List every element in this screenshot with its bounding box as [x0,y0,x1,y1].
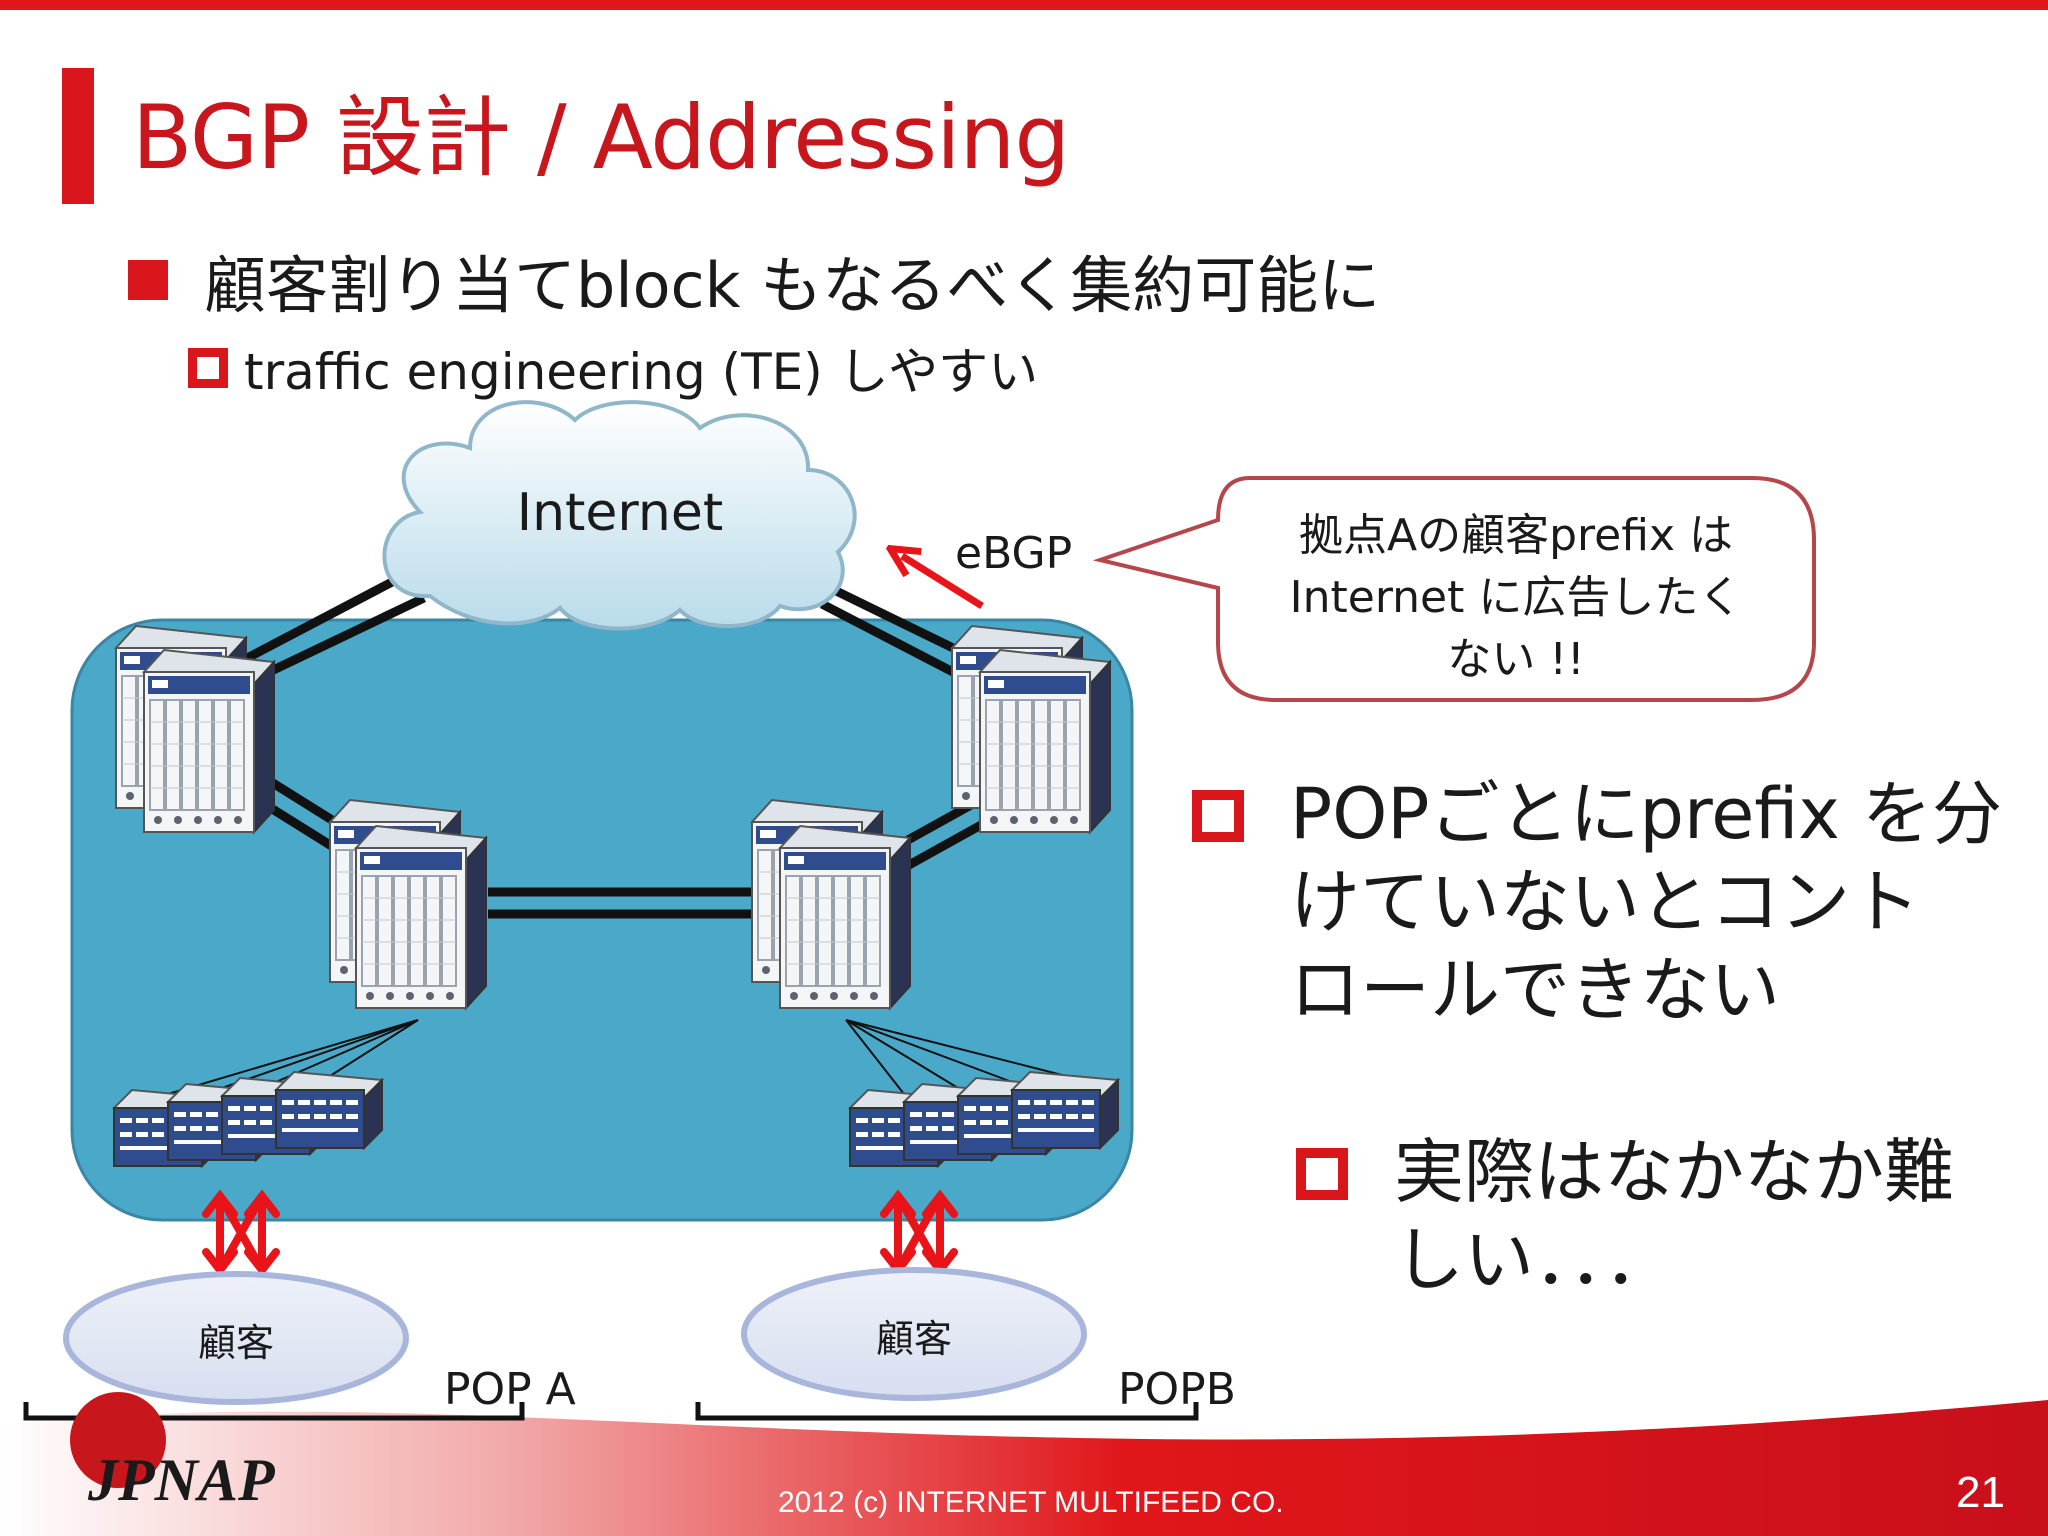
customer-a-label: 顧客 [198,1321,274,1365]
customer-b-ellipse [741,1267,1087,1401]
footer-swoosh [0,1400,2048,1536]
pop-a-bracket [23,1402,525,1421]
callout-line-1: 拠点Aの顧客prefix は [1299,510,1733,561]
ebgp-arrow [902,556,984,609]
right-bullet-2: 実際はなかなか難 しい．．． [1296,1128,1954,1304]
right-bullet-1-line-3: ロールできない [1290,949,1780,1031]
cloud-label: Internet [517,483,723,543]
sub-bullet-text: traffic engineering (TE) しやすい [244,343,1039,401]
top-accent-bar [0,0,2048,10]
slide-title: BGP 設計 / Addressing [132,86,1070,189]
internet-cloud [382,400,857,631]
callout-line-2: Internet に広告したく [1290,572,1743,623]
open-square-bullet-icon [1192,790,1244,842]
right-bullet-2-line-2: しい．．． [1394,1219,1674,1301]
open-square-bullet-icon [188,348,228,388]
access-arrows-a [202,1189,280,1277]
right-bullet-2-line-1: 実際はなかなか難 [1394,1131,1954,1213]
pop-b-bracket [695,1402,1199,1421]
logo-text: JPNAP [87,1447,276,1513]
page-number: 21 [1956,1468,2005,1517]
right-bullet-1-line-1: POPごとにprefix を分 [1290,773,2003,855]
sub-bullet: traffic engineering (TE) しやすい [188,338,1038,401]
fan-lines-right [845,1019,1067,1095]
right-bullet-1: POPごとにprefix を分 けていないとコント ロールできない [1192,770,2002,1034]
main-bullet-text: 顧客割り当てblock もなるべく集約可能に [204,249,1381,322]
access-arrows-b [880,1189,958,1277]
title-accent-bar [62,68,94,204]
footer-copyright: 2012 (c) INTERNET MULTIFEED CO. [778,1486,1284,1519]
right-bullet-1-line-2: けていないとコント [1290,861,1920,943]
customer-a-ellipse [63,1271,409,1405]
main-bullet: 顧客割り当てblock もなるべく集約可能に [128,245,1380,322]
callout-bubble [1092,476,1816,702]
pop-b-label: POPB [1118,1364,1236,1415]
customer-b-label: 顧客 [876,1317,952,1361]
ebgp-label: eBGP [955,528,1072,579]
pop-a-label: POP A [444,1364,576,1415]
callout-line-3: ない !! [1447,634,1584,685]
jpnap-logo: JPNAP [70,1392,276,1513]
filled-square-bullet-icon [128,260,168,300]
open-square-bullet-icon [1296,1148,1348,1200]
